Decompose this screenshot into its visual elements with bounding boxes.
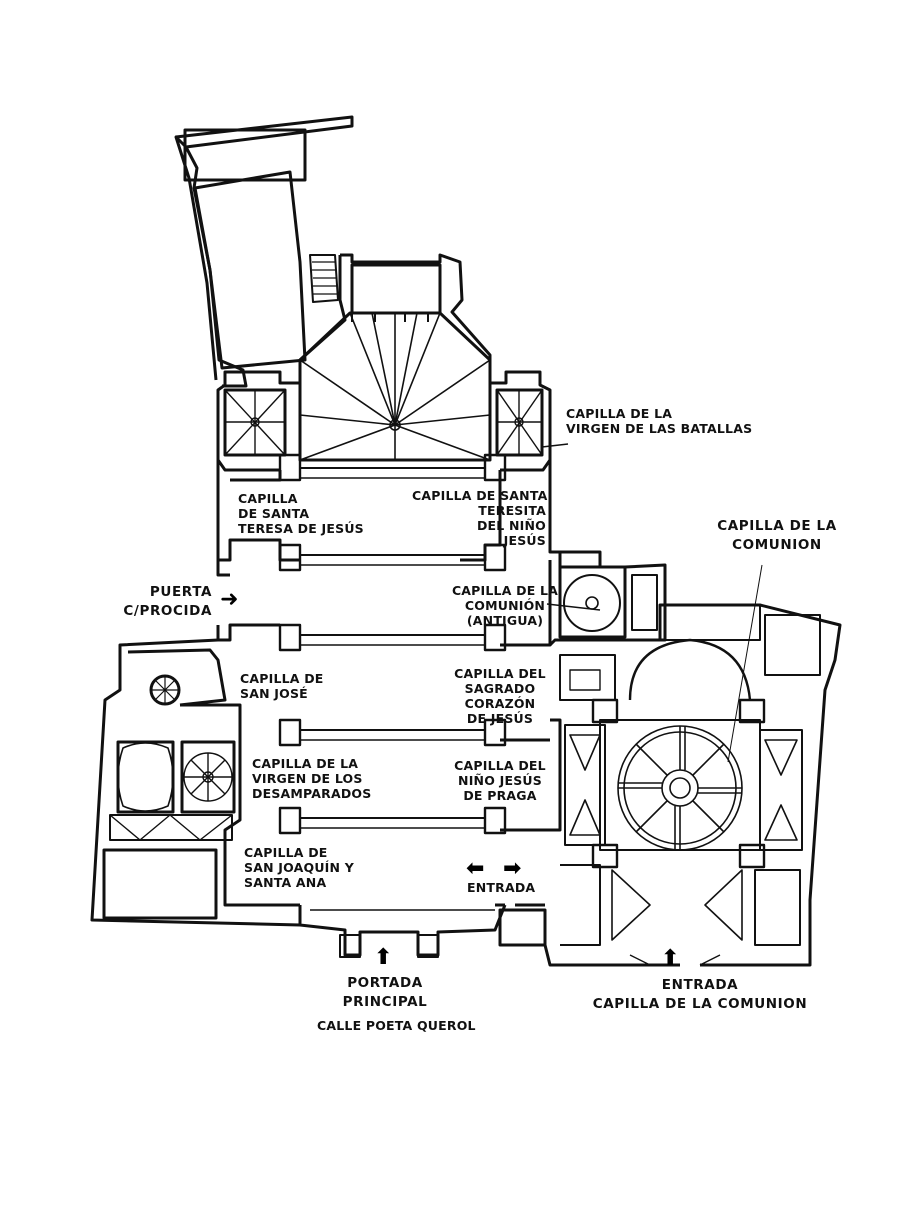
apse-sanctuary-top (350, 263, 442, 315)
communion-chapel-outline (543, 603, 842, 967)
leader-comunion (727, 564, 763, 763)
square-room-2 (180, 740, 236, 814)
label-capilla-batallas: CAPILLA DE LA VIRGEN DE LAS BATALLAS (566, 406, 753, 436)
west-wall-lower (216, 623, 280, 642)
label-capilla-santa-teresa: CAPILLA DE SANTA TERESA DE JESÚS (238, 491, 364, 536)
entrada-small-room (498, 908, 547, 947)
leader-comunion-antigua (546, 603, 601, 611)
portal-left-pier (339, 934, 361, 958)
label-capilla-sagrado-corazon: CAPILLA DEL SAGRADO CORAZÓN DE JESÚS (454, 666, 546, 726)
facade (298, 904, 507, 957)
north-annex-inner (174, 135, 218, 381)
arrow-entrada-left-icon: ⬅ (466, 856, 485, 881)
lower-left-room (102, 848, 218, 920)
label-capilla-san-joaquin: CAPILLA DE SAN JOAQUÍN Y SANTA ANA (244, 845, 354, 890)
label-portada-principal: PORTADA PRINCIPAL (342, 975, 428, 1010)
label-capilla-comunion: CAPILLA DE LA COMUNION (717, 518, 837, 553)
communion-chapel-inner (559, 654, 616, 701)
communion-upper-right (764, 614, 821, 676)
old-communion-chapel (558, 565, 627, 639)
label-capilla-san-jose: CAPILLA DE SAN JOSÉ (240, 671, 324, 701)
dome-arch (628, 638, 752, 701)
lower-left-outline (90, 638, 301, 927)
lower-left-inner (127, 648, 227, 707)
arrow-puerta-icon: ➜ (220, 587, 239, 612)
vault-strip (109, 814, 233, 841)
dome (617, 725, 743, 851)
label-calle-poeta-querol: CALLE POETA QUEROL (317, 1018, 476, 1033)
label-capilla-santa-teresita: CAPILLA DE SANTA TERESITA DEL NIÑO JESÚS (412, 488, 548, 548)
label-capilla-nino-praga: CAPILLA DEL NIÑO JESÚS DE PRAGA (454, 758, 546, 803)
annex-stairs (309, 254, 339, 303)
label-entrada: ENTRADA (467, 880, 536, 895)
label-capilla-comunion-antigua: CAPILLA DE LA COMUNIÓN (ANTIGUA) (451, 583, 559, 628)
label-puerta-procida: PUERTA C/PROCIDA (123, 584, 212, 619)
annex-room-main (193, 170, 307, 370)
arrow-comunion-icon: ⬆ (661, 946, 680, 971)
label-entrada-comunion: ENTRADA CAPILLA DE LA COMUNION (592, 977, 808, 1012)
leader-batallas (541, 443, 569, 448)
west-wall-upper (216, 560, 230, 577)
arrow-portada-icon: ⬆ (374, 945, 393, 970)
label-capilla-desamparados: CAPILLA DE LA VIRGEN DE LOS DESAMPARADOS (252, 756, 372, 801)
square-room-1 (116, 740, 175, 814)
portal-right-pier (417, 934, 439, 958)
arrow-entrada-right-icon: ➡ (503, 856, 522, 881)
